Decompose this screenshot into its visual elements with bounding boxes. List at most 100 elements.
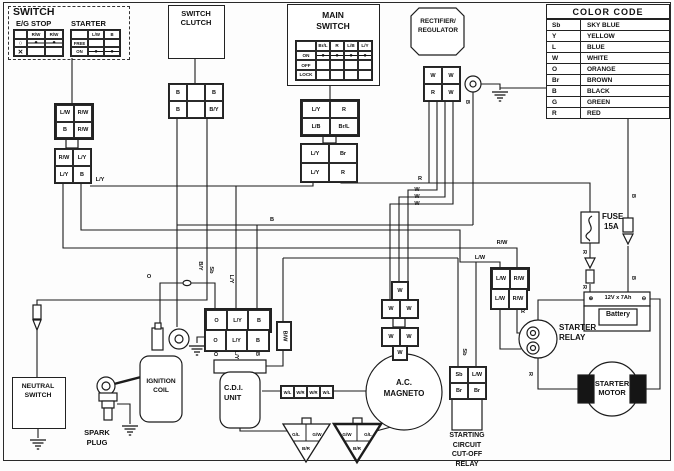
wire-label: R/W xyxy=(496,240,508,246)
clutch-connector-pin: B xyxy=(205,84,223,101)
switch-connector-upper-pin: R/W xyxy=(74,121,92,138)
cdi-connector-upper-pin: L/Y xyxy=(227,310,248,331)
shape-rect xyxy=(451,397,483,431)
cdi-label-1: C.D.I. xyxy=(224,383,243,392)
spark-plug-label-2: PLUG xyxy=(86,438,108,447)
shape-ring xyxy=(101,381,111,391)
magneto-connector-top-small-pin: W xyxy=(392,282,408,300)
triangle-connector-right-pin-label: G/W xyxy=(342,432,352,437)
shape-rect xyxy=(629,374,647,404)
fuse-label-2: 15A xyxy=(604,222,619,231)
cutoff-relay-connector-pin: Br xyxy=(468,383,486,399)
wire-label: B xyxy=(254,351,260,357)
shape-rect xyxy=(151,327,164,351)
wire-label: ⊕ xyxy=(588,296,594,302)
eg-stop-label: E/G STOP xyxy=(16,19,52,28)
starter-table-cell: B xyxy=(104,30,120,39)
starter-table-cell xyxy=(88,38,104,48)
egstop-table-cell xyxy=(45,47,63,57)
color-code-cell: O xyxy=(547,63,581,74)
main-switch-table-cell: L/B xyxy=(344,41,358,51)
shape-rect xyxy=(101,400,115,409)
main-switch-table-cell xyxy=(330,70,344,80)
relay-connector-lower-pin: L/W xyxy=(491,289,509,309)
main-switch-table-cell: ● xyxy=(316,50,330,61)
wire-label: B xyxy=(269,217,275,223)
switch-panel-title: SWITCH xyxy=(13,6,55,18)
shape-poly xyxy=(410,7,465,56)
wire-label: Sb xyxy=(461,348,467,356)
shape-ring xyxy=(469,80,477,88)
cutoff-relay-connector-pin: Sb xyxy=(450,367,468,383)
color-code-title: COLOR CODE xyxy=(547,5,669,19)
wire-label: B xyxy=(630,275,636,281)
wire xyxy=(266,349,284,367)
main-connector-lower-pin: R xyxy=(329,163,357,182)
triangle-connector-right-pin-label: B/R xyxy=(353,446,362,451)
wire-label: R xyxy=(527,371,533,377)
wire-label: O xyxy=(212,351,218,357)
egstop-table-cell: R/W xyxy=(27,30,45,39)
main-switch-table-cell: ON xyxy=(296,50,316,61)
wire xyxy=(398,100,446,281)
clutch-connector-pin: B xyxy=(169,84,187,101)
starter-table-cell: ● xyxy=(88,47,104,57)
wire-label: B xyxy=(630,193,636,199)
switch-connector-lower-pin: L/Y xyxy=(55,166,73,183)
switch-panel-box xyxy=(8,6,130,60)
wire-label: R xyxy=(581,249,587,255)
egstop-table-cell: ○ xyxy=(14,38,27,48)
cdi-connector-lower-pin: L/Y xyxy=(226,330,247,351)
wire xyxy=(117,403,131,424)
main-switch-table-cell xyxy=(316,70,330,80)
shape-ring xyxy=(529,329,537,337)
color-code-cell: BLUE xyxy=(581,41,669,52)
shape-rect xyxy=(32,304,42,320)
shape-ring xyxy=(529,344,537,352)
switch-connector-upper-pin: L/W xyxy=(56,105,74,122)
color-code-cell: Sb xyxy=(547,19,581,30)
cdi-connector-lower-pin: O xyxy=(205,330,226,351)
main-connector-lower-pin: Br xyxy=(329,144,357,163)
relay-connector-upper-pin: L/W xyxy=(492,269,510,289)
shape-tri xyxy=(622,233,634,246)
wire-label: L/Y xyxy=(233,350,239,360)
main-switch-title-1: MAIN xyxy=(322,10,344,20)
rectifier-title-2: REGULATOR xyxy=(418,27,458,34)
starter-table-cell: L/W xyxy=(88,30,104,39)
color-code-cell: SKY BLUE xyxy=(581,19,669,30)
wire xyxy=(499,308,521,350)
rectifier-connector-pin: W xyxy=(442,67,460,84)
fuse-label-1: FUSE xyxy=(602,212,624,221)
main-switch-table-cell: R xyxy=(330,41,344,51)
color-code-cell: B xyxy=(547,85,581,96)
wire xyxy=(375,426,392,432)
magneto-connector-top-wide-pin: W xyxy=(400,300,418,318)
main-connector-lower-pin: L/Y xyxy=(301,163,329,182)
shape-rect xyxy=(213,359,267,374)
starter-table-cell: ● xyxy=(104,47,120,57)
cutoff-relay-connector-pin: L/W xyxy=(468,367,486,383)
magneto-label-2: MAGNETO xyxy=(383,389,425,398)
wl-bullet-connector-pin: W/R xyxy=(294,386,307,398)
cdi-connector-upper-pin: B xyxy=(248,310,270,331)
main-switch-table-cell xyxy=(358,60,372,71)
main-switch-table-cell: L/Y xyxy=(358,41,372,51)
color-code-cell: YELLOW xyxy=(581,30,669,41)
shape-rect xyxy=(98,392,118,402)
starter-motor-label-1: STARTER xyxy=(594,379,630,388)
starter-label: STARTER xyxy=(71,19,106,28)
main-connector-upper-pin: L/Y xyxy=(302,101,330,118)
wire-label: L/W xyxy=(474,255,486,261)
clutch-connector-pin xyxy=(187,101,205,118)
main-switch-table-cell xyxy=(330,60,344,71)
